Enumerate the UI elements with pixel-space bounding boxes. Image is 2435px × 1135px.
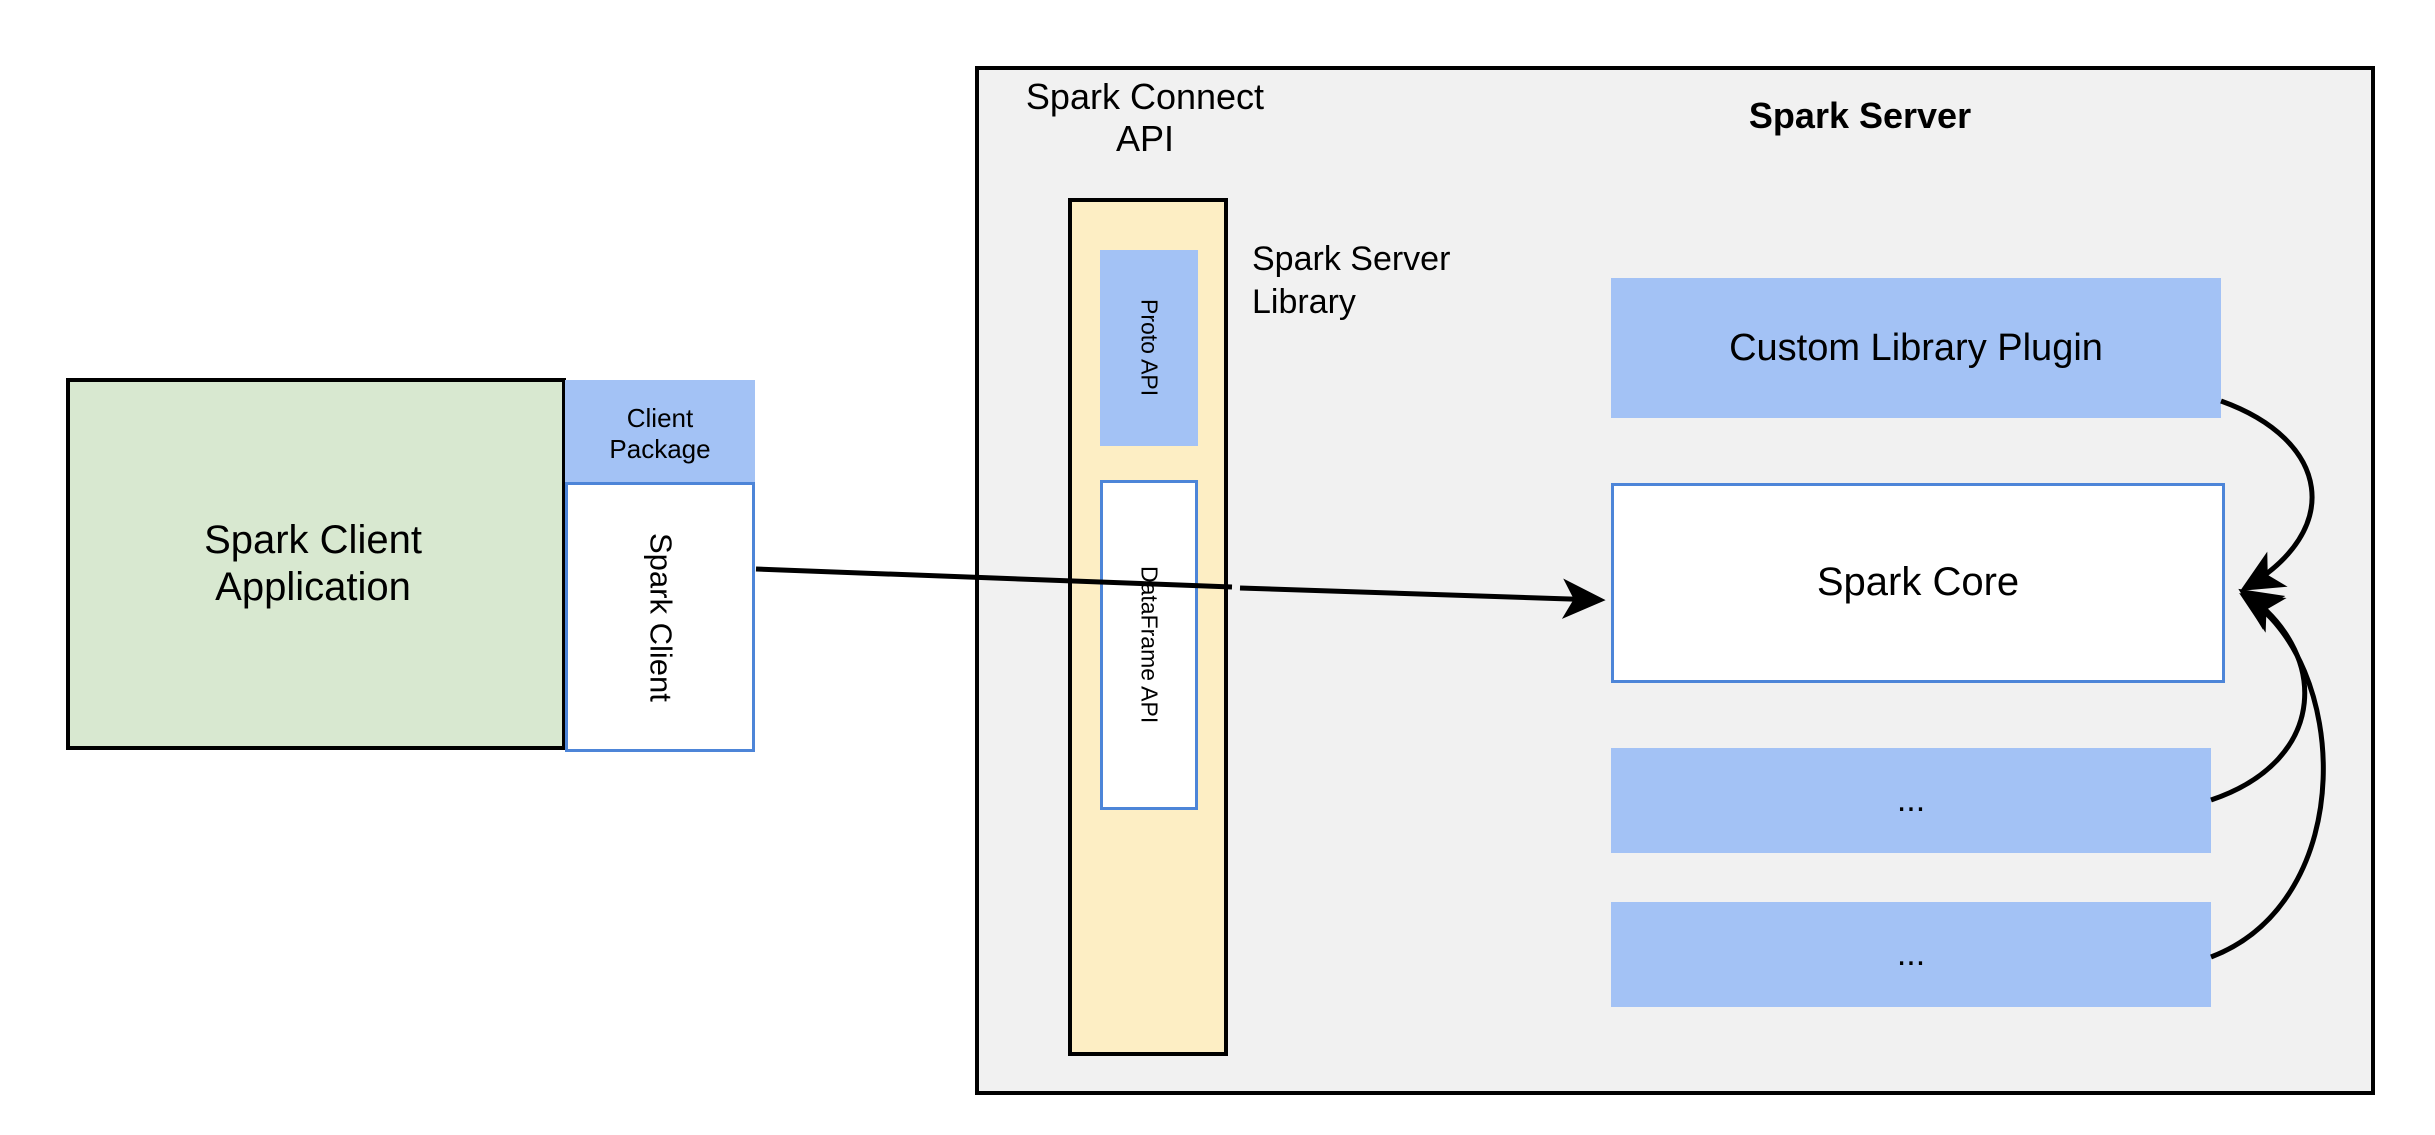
spark-client-application-line1: Spark Client [204,517,422,562]
spark-core-label: Spark Core [1816,560,2020,605]
dataframe-api-box[interactable]: DataFrame API [1100,480,1198,810]
spark-client-application-label: Spark Client Application [204,517,428,611]
client-package-label: Client Package [609,403,710,464]
placeholder-box-2[interactable]: ... [1611,902,2211,1007]
client-package-line1: Client [626,403,694,434]
dataframe-api-label: DataFrame API [1136,566,1163,724]
spark-client-box[interactable]: Spark Client [565,482,755,752]
spark-server-title: Spark Server [1748,95,1972,136]
placeholder-box-1[interactable]: ... [1611,748,2211,853]
spark-client-label: Spark Client [643,532,679,702]
spark-connect-api-line2: API [1115,118,1175,160]
placeholder-label-1: ... [1896,781,1926,820]
placeholder-label-2: ... [1896,935,1926,974]
proto-api-label: Proto API [1136,299,1163,397]
proto-api-box[interactable]: Proto API [1100,250,1198,446]
custom-library-plugin-box[interactable]: Custom Library Plugin [1611,278,2221,418]
spark-server-library-line1: Spark Server [1252,240,1451,278]
spark-server-library-label: Spark Server Library [1252,238,1552,348]
spark-client-application-box[interactable]: Spark Client Application [66,378,566,750]
client-package-line2: Package [609,434,711,464]
client-package-box[interactable]: Client Package [565,380,755,488]
spark-client-application-line2: Application [215,565,411,609]
spark-connect-api-label: Spark Connect API [1000,68,1290,168]
spark-server-library-line2: Library [1252,282,1356,321]
spark-core-box[interactable]: Spark Core [1611,483,2225,683]
custom-library-plugin-label: Custom Library Plugin [1729,326,2103,369]
spark-connect-api-line1: Spark Connect [1025,76,1265,117]
